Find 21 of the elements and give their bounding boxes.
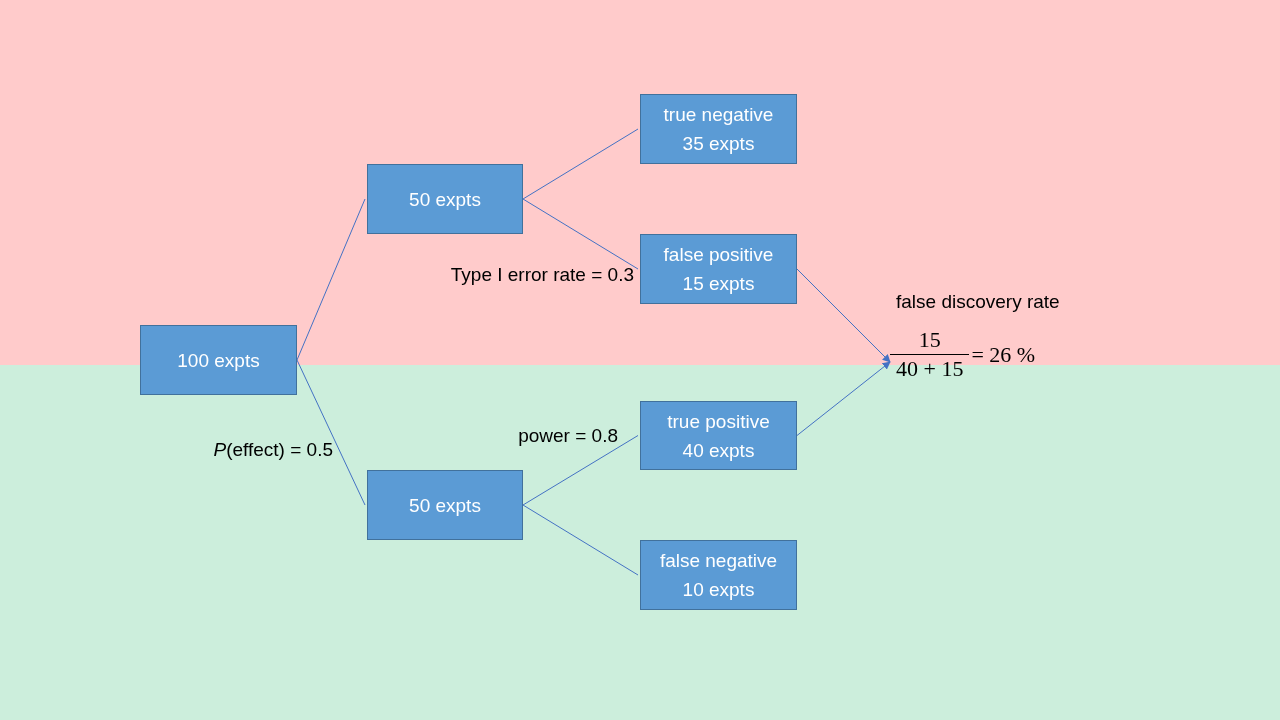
fraction: 15 40 + 15	[892, 327, 968, 382]
process-box: 100 expts	[140, 325, 297, 395]
connector-line	[522, 504, 639, 576]
process-box: true negative 35 expts	[640, 94, 797, 164]
arrow	[796, 361, 891, 436]
process-box: 50 expts	[367, 470, 523, 540]
process-box: false negative 10 expts	[640, 540, 797, 610]
connector-line	[296, 359, 366, 506]
edge-label: power = 0.8	[518, 425, 618, 447]
arrow	[796, 268, 891, 363]
edge-label: Type I error rate = 0.3	[450, 264, 634, 286]
formula-title: false discovery rate	[896, 291, 1060, 313]
process-box: 50 expts	[367, 164, 523, 234]
process-box: true positive 40 expts	[640, 401, 797, 470]
connector-line	[522, 435, 639, 506]
formula-result: = 26 %	[971, 341, 1036, 368]
connector-line	[522, 128, 639, 200]
connector-line	[296, 198, 366, 361]
connector-line	[522, 198, 639, 270]
process-box: false positive 15 expts	[640, 234, 797, 304]
edge-label: P(effect) = 0.5	[213, 439, 333, 461]
